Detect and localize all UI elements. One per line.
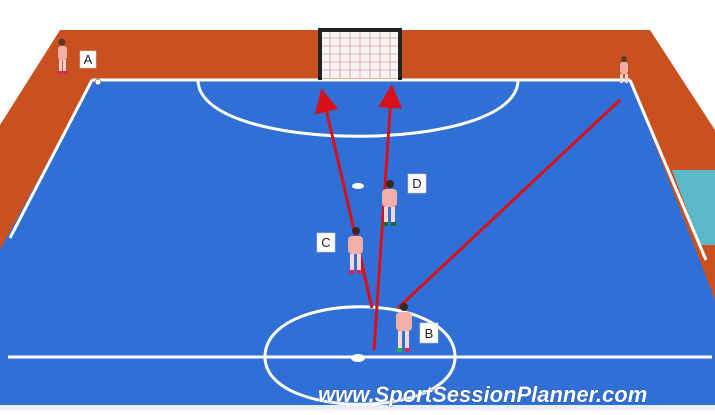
player-body <box>382 189 397 207</box>
penalty-spot <box>352 183 364 189</box>
ball <box>95 79 101 85</box>
label-C: C <box>317 233 335 252</box>
label-B: B <box>420 323 438 343</box>
player-head <box>59 39 66 46</box>
goal-crossbar <box>318 28 402 32</box>
player-head <box>400 303 408 311</box>
goal-left-post <box>318 28 322 80</box>
label-A: A <box>80 51 96 68</box>
player-body <box>348 236 363 254</box>
player-head <box>352 227 360 235</box>
player-body <box>396 312 412 331</box>
player-head <box>621 56 627 62</box>
watermark-text: www.SportSessionPlanner.com <box>318 382 647 407</box>
goal-right-post <box>398 28 402 80</box>
goal <box>318 28 402 80</box>
label-D: D <box>408 174 426 193</box>
label-A-text: A <box>84 52 93 67</box>
player-body <box>620 62 628 74</box>
player-body <box>58 46 67 60</box>
label-D-text: D <box>412 176 421 191</box>
label-B-text: B <box>425 326 434 341</box>
center-spot <box>351 354 365 362</box>
player-head <box>386 180 394 188</box>
label-C-text: C <box>321 235 330 250</box>
